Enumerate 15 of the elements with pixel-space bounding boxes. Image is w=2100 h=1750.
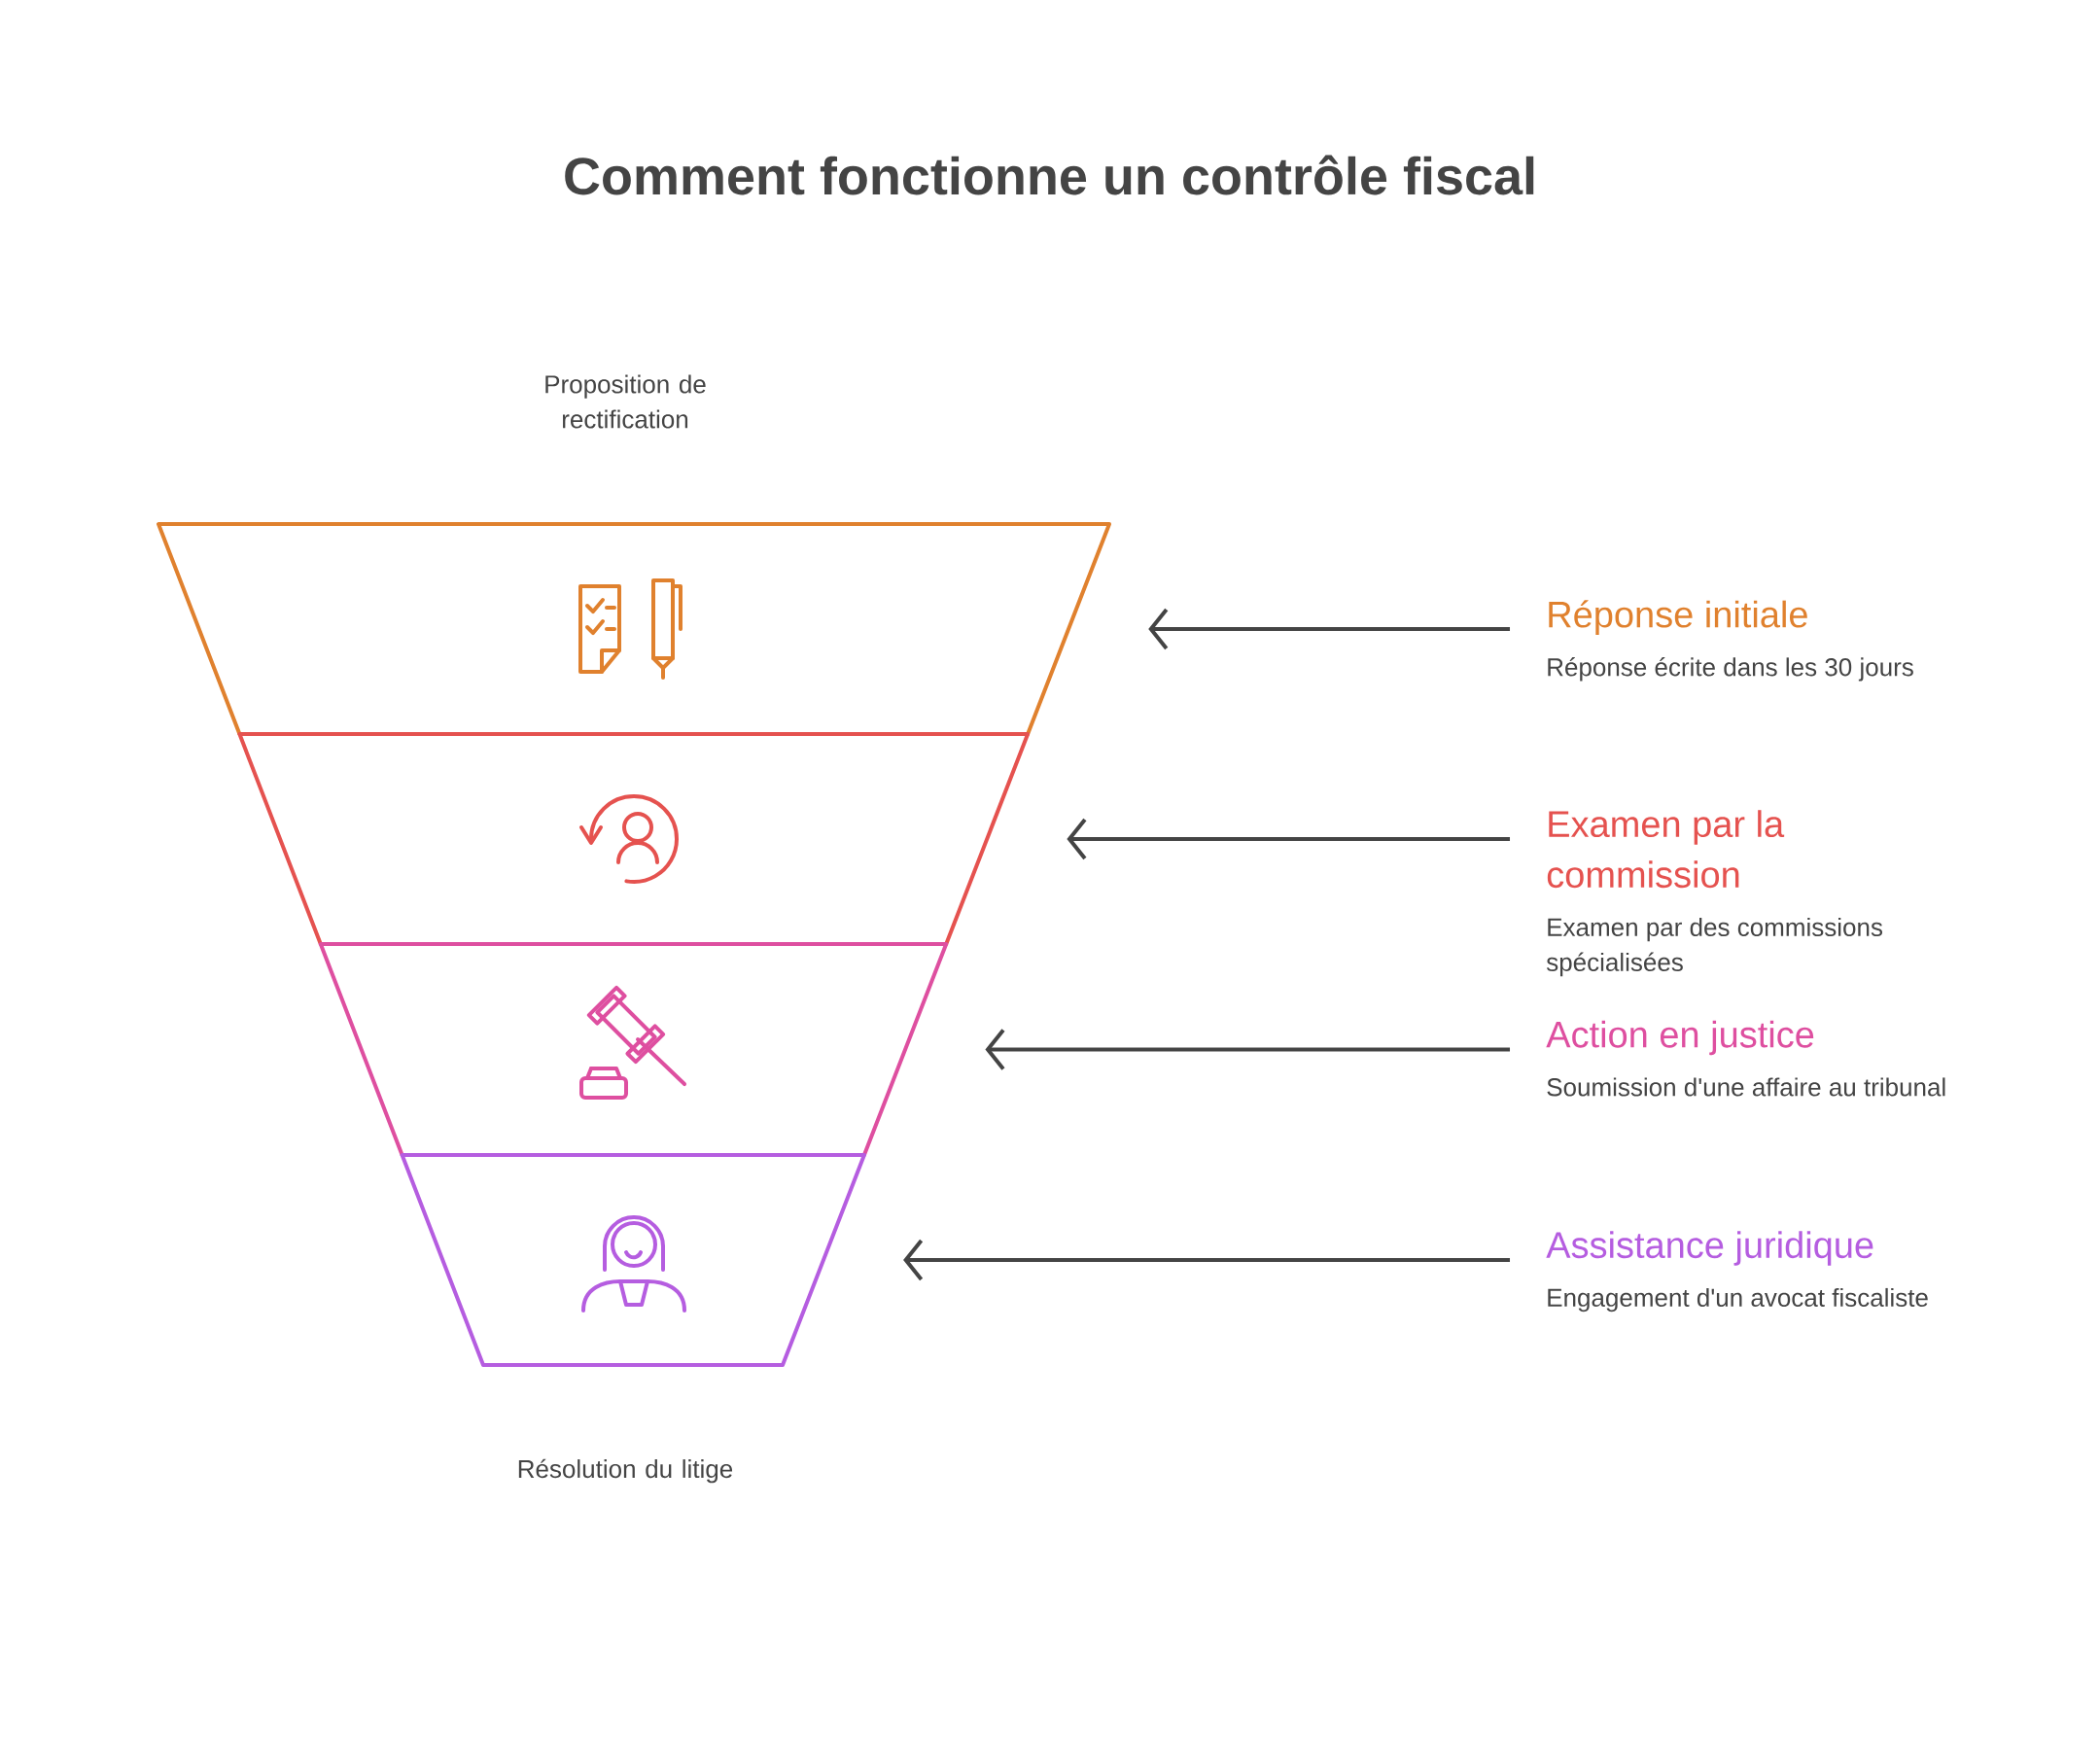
arrow	[1148, 608, 1510, 650]
arrow	[903, 1239, 1510, 1281]
funnel-band	[157, 522, 1111, 736]
step-text: Assistance juridique Engagement d'un avocat fiscaliste	[1546, 1231, 1928, 1312]
arrow	[985, 1029, 1510, 1070]
funnel-band	[400, 1153, 866, 1367]
step-text: Réponse initiale Réponse écrite dans les 30 jours	[1548, 600, 1913, 682]
funnel-band	[237, 732, 1031, 946]
stage-label: Résolution du litige	[518, 1458, 733, 1484]
funnel-band	[318, 942, 949, 1157]
arrow	[1067, 818, 1510, 860]
step-text: Examen par la commission Examen par des commissions spécialisées	[1546, 810, 1882, 977]
step-text: Action en justice Soumission d'une affaire au tribunal	[1546, 1020, 1945, 1097]
stage-label: Proposition de rectification	[545, 374, 706, 429]
title: Comment fonctionne un contrôle fiscal	[565, 155, 1534, 195]
